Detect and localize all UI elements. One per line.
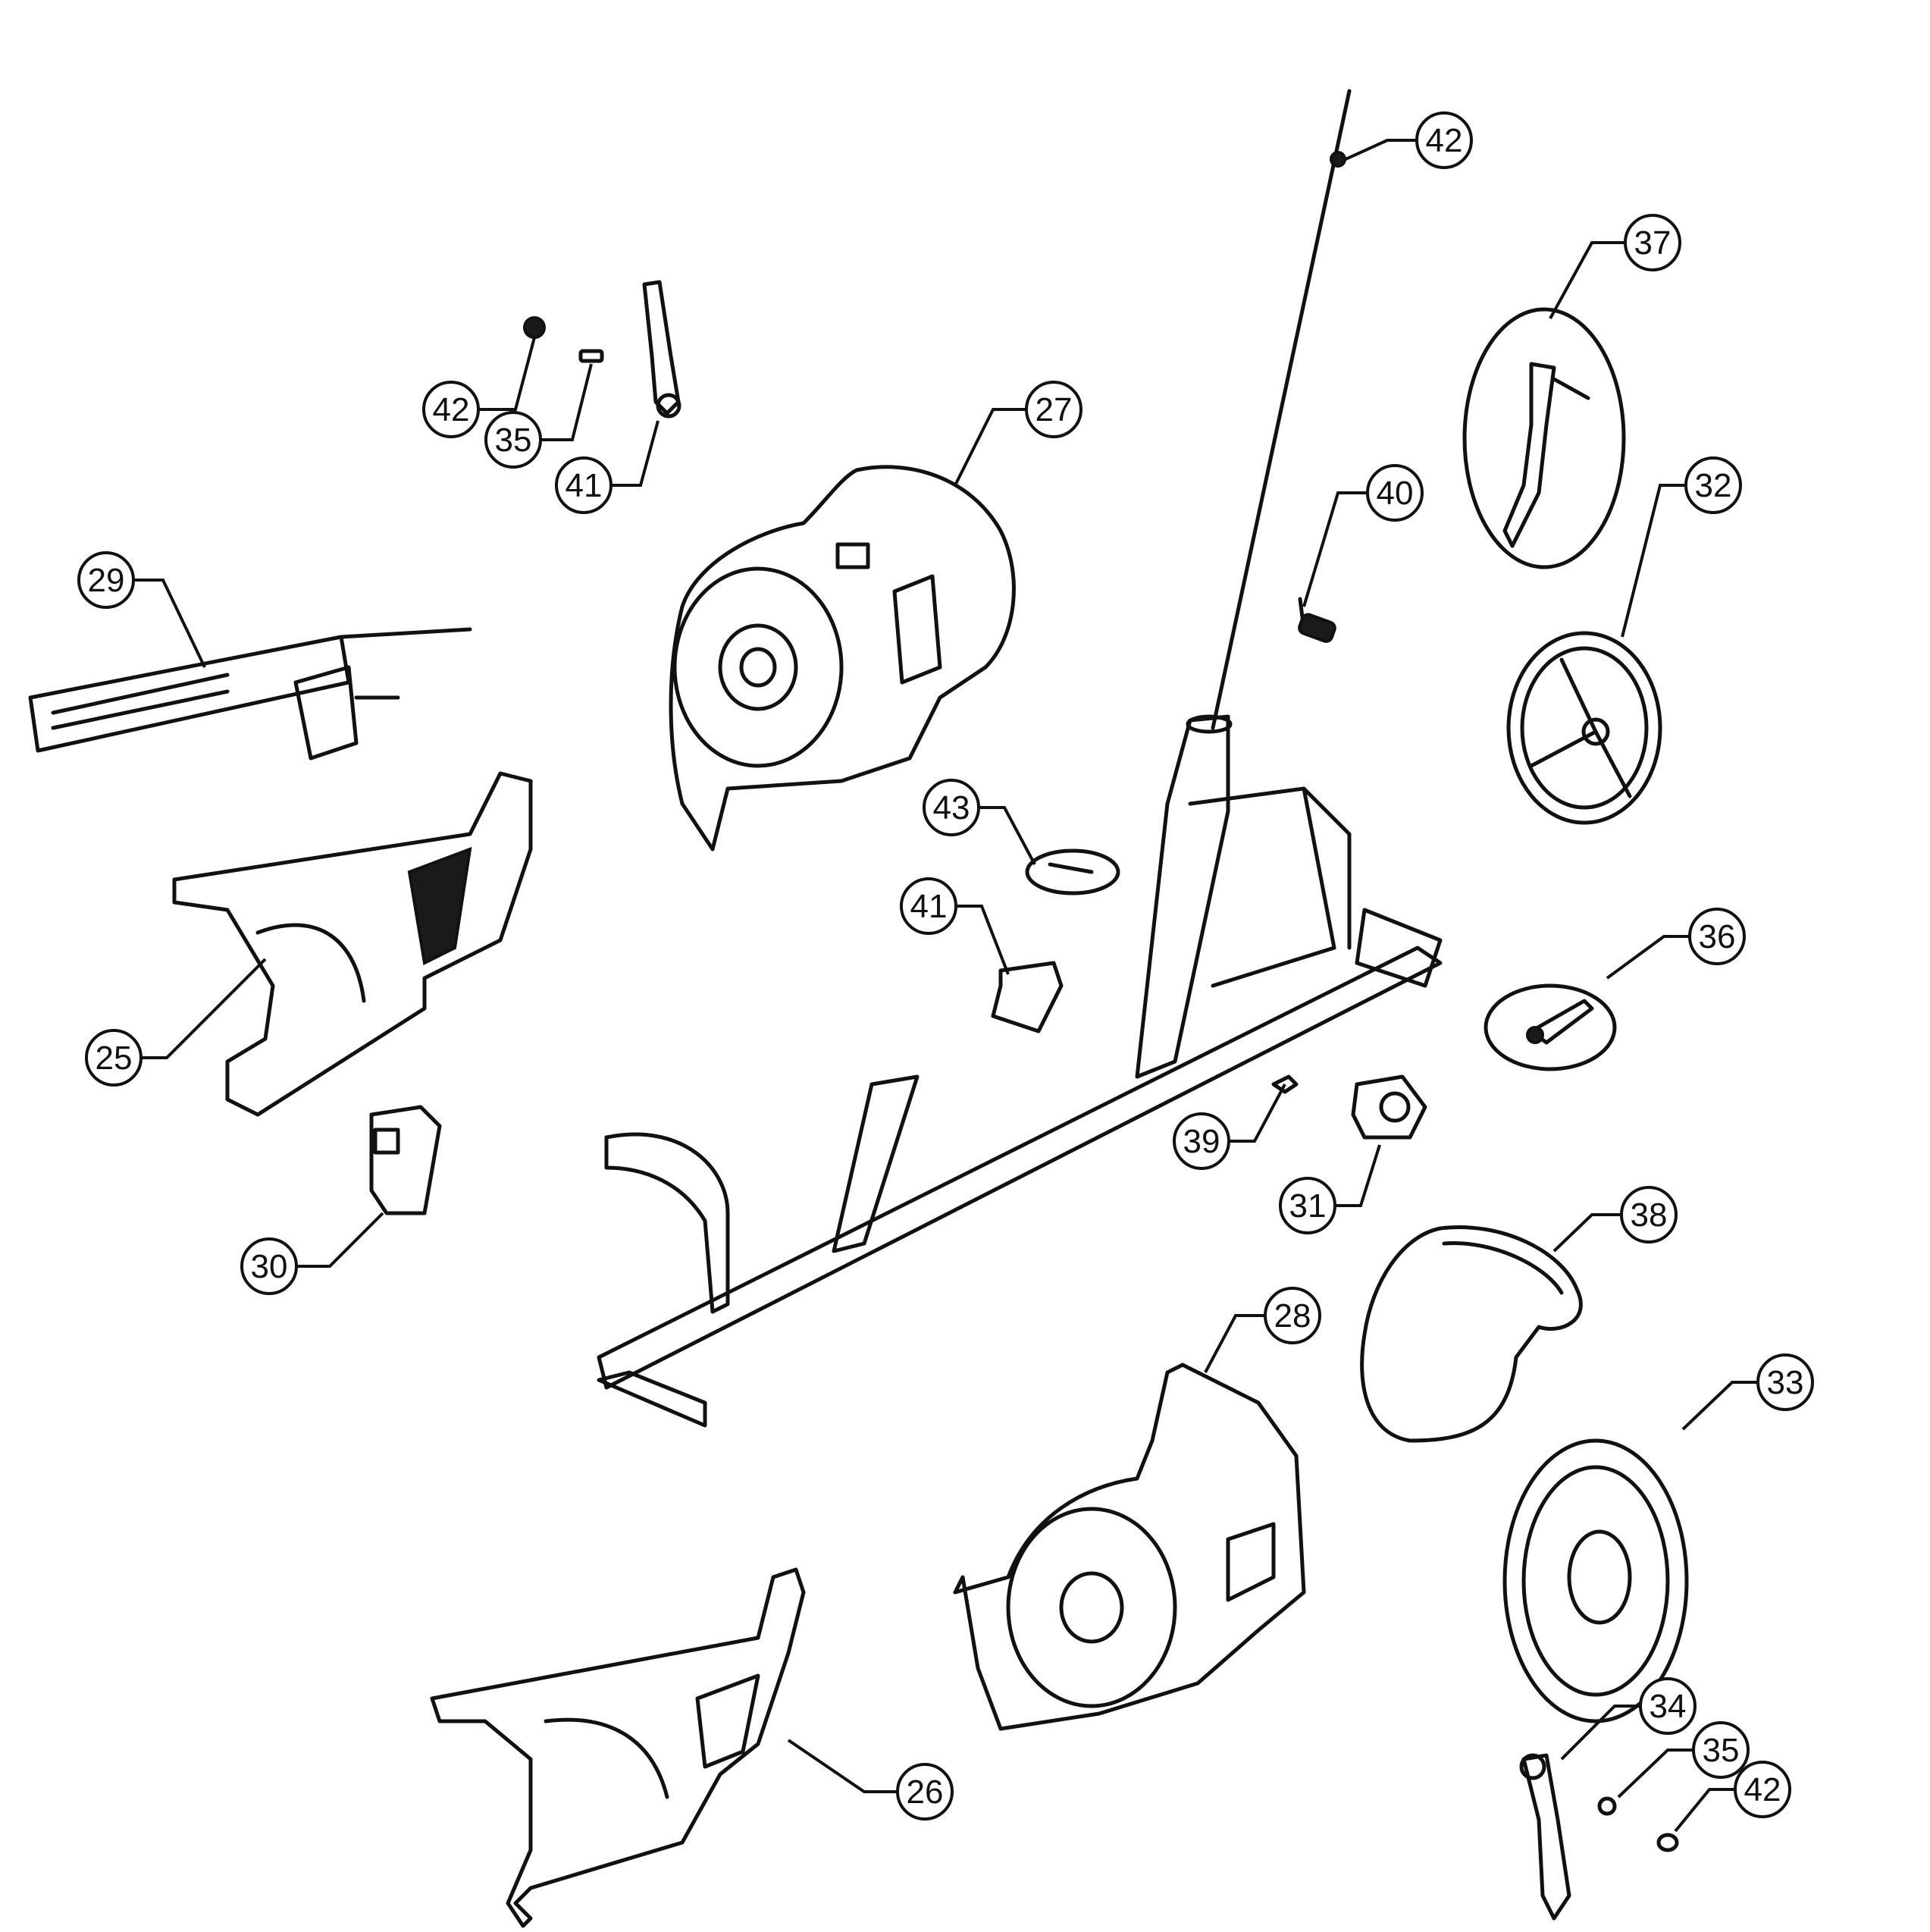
callout-41-mid: 41: [900, 877, 957, 935]
part-rail: [28, 627, 472, 761]
callout-32: 32: [1684, 456, 1742, 514]
part-spring: [1298, 597, 1336, 643]
part-right-shroud: [953, 1363, 1306, 1731]
callout-34: 34: [1639, 1677, 1697, 1735]
svg-text:26: 26: [907, 1774, 944, 1811]
callout-30: 30: [240, 1237, 298, 1295]
callout-37: 37: [1624, 214, 1681, 271]
part-bolt-lower: [1597, 1796, 1617, 1816]
svg-text:42: 42: [1426, 122, 1463, 159]
callout-42-bottom: 42: [1734, 1761, 1791, 1818]
callout-39: 39: [1173, 1112, 1230, 1170]
leader-lines: [133, 139, 1759, 1833]
callout-43: 43: [923, 779, 980, 836]
svg-text:30: 30: [251, 1248, 288, 1285]
svg-text:37: 37: [1634, 224, 1672, 262]
part-main-frame: [597, 714, 1443, 1428]
svg-text:38: 38: [1631, 1197, 1668, 1234]
callout-35-left: 35: [484, 411, 542, 469]
svg-text:33: 33: [1767, 1364, 1804, 1401]
part-pulley-arm: [1462, 307, 1626, 569]
part-bracket: [991, 961, 1064, 1033]
part-housing: [369, 1105, 442, 1215]
part-idler-bracket: [1484, 983, 1617, 1071]
part-crank-arm-right: [1519, 1753, 1571, 1921]
callout-28: 28: [1264, 1287, 1321, 1344]
svg-text:35: 35: [495, 422, 532, 459]
part-screw-set: [1025, 848, 1120, 895]
svg-text:42: 42: [433, 391, 470, 428]
part-resistance-disk: [1502, 1438, 1689, 1723]
svg-text:43: 43: [933, 789, 970, 826]
part-right-lower-cover: [430, 1567, 806, 1928]
svg-text:29: 29: [88, 562, 125, 599]
part-left-lower-cover: [172, 771, 533, 1117]
svg-text:27: 27: [1035, 391, 1073, 428]
callout-41-top: 41: [555, 456, 613, 514]
svg-text:36: 36: [1699, 918, 1736, 955]
callout-31: 31: [1279, 1177, 1336, 1234]
part-flywheel: [1506, 631, 1662, 825]
part-belt: [1360, 1225, 1583, 1443]
svg-text:42: 42: [1744, 1771, 1781, 1808]
part-cap-lower: [1656, 1833, 1679, 1852]
part-left-shroud: [669, 465, 1016, 852]
svg-text:32: 32: [1695, 467, 1732, 504]
svg-text:35: 35: [1703, 1732, 1740, 1769]
svg-text:41: 41: [566, 467, 603, 504]
svg-text:28: 28: [1274, 1297, 1311, 1335]
part-bolt: [578, 349, 604, 363]
part-motor: [1351, 1074, 1427, 1140]
callout-42-left: 42: [422, 381, 480, 438]
callout-42-top: 42: [1415, 111, 1473, 169]
svg-text:39: 39: [1183, 1123, 1220, 1160]
callout-26: 26: [896, 1763, 954, 1821]
callout-35-bottom: 35: [1692, 1721, 1750, 1779]
svg-text:31: 31: [1289, 1187, 1327, 1225]
svg-text:25: 25: [96, 1040, 133, 1077]
part-cap: [523, 316, 546, 339]
callout-40: 40: [1366, 464, 1424, 522]
callout-27: 27: [1025, 381, 1082, 438]
svg-text:34: 34: [1650, 1688, 1687, 1725]
callout-38: 38: [1620, 1186, 1678, 1244]
part-crank-arm-left: [642, 280, 681, 419]
callout-25: 25: [85, 1029, 143, 1087]
callout-29: 29: [77, 551, 135, 609]
callout-36: 36: [1688, 908, 1746, 965]
part-rod: [1211, 89, 1352, 730]
svg-text:41: 41: [910, 888, 948, 925]
svg-text:40: 40: [1377, 475, 1414, 512]
callout-33: 33: [1756, 1353, 1814, 1411]
